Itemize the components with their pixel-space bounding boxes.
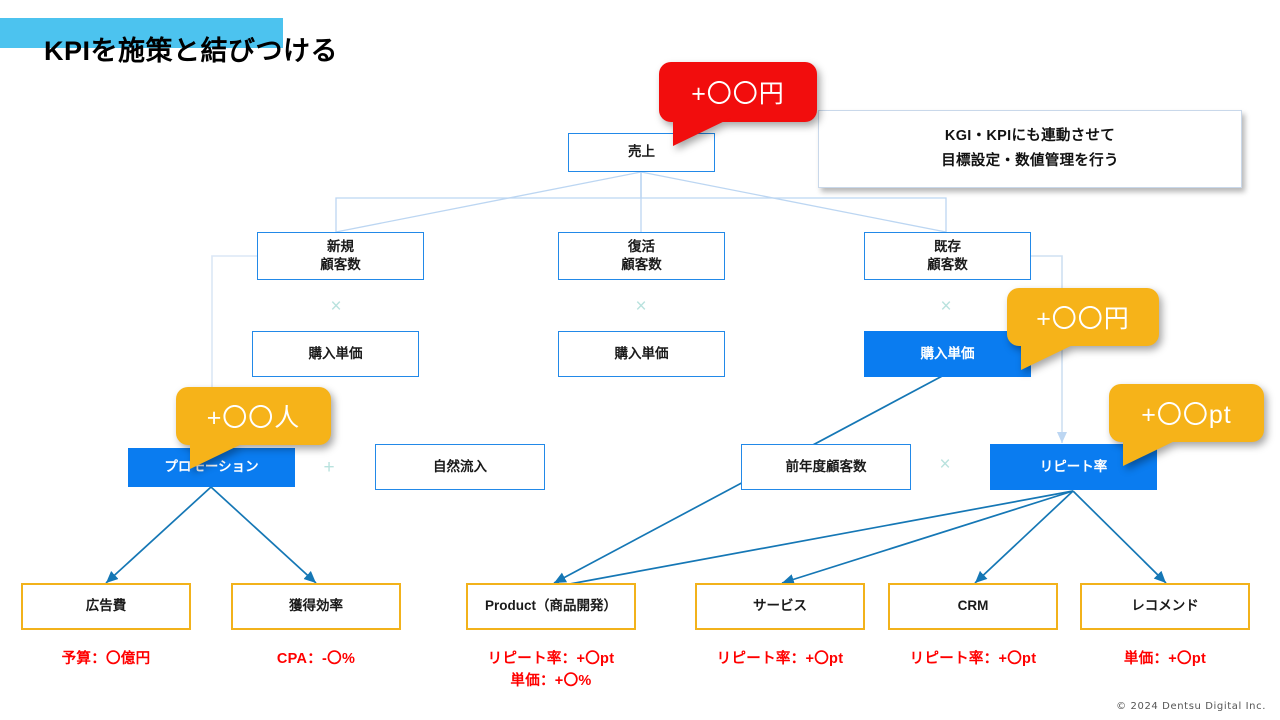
operator-multiply-revived: × — [635, 296, 647, 317]
node-existing-customers-line1: 既存 — [934, 238, 961, 254]
kpi-line: CPA：-〇% — [276, 651, 356, 667]
node-revived-customers-line1: 復活 — [628, 238, 655, 254]
callout-tail-icon — [673, 118, 731, 146]
copyright-footer: © 2024 Dentsu Digital Inc. — [1116, 701, 1266, 712]
kpi-line: リピート率：+〇pt — [909, 651, 1037, 667]
node-new-customers[interactable]: 新規 顧客数 — [257, 232, 424, 280]
sales-callout[interactable]: +〇〇円 — [659, 62, 817, 146]
title-highlight-bar — [0, 18, 283, 48]
measure-label-ad-cost: 広告費 — [85, 598, 127, 614]
sales-callout-label: +〇〇円 — [691, 80, 785, 108]
callout-tail-icon — [190, 441, 248, 469]
kpi-caption-product: リピート率：+〇pt 単価：+〇% — [461, 648, 641, 693]
kpi-line: 予算：〇億円 — [61, 651, 151, 667]
node-new-customers-line2: 顧客数 — [320, 257, 361, 272]
callout-tail-icon — [1021, 342, 1079, 370]
node-unit-price-new-label: 購入単価 — [308, 345, 363, 361]
node-organic-inflow-label: 自然流入 — [433, 458, 487, 474]
node-unit-price-new[interactable]: 購入単価 — [252, 331, 419, 377]
kpi-caption-crm: リピート率：+〇pt — [883, 648, 1063, 670]
node-sales-label: 売上 — [628, 144, 655, 160]
unit-price-callout-label: +〇〇円 — [1036, 305, 1130, 333]
measure-label-cpa-eff: 獲得効率 — [289, 598, 343, 614]
note-line-2: 目標設定・数値管理を行う — [941, 153, 1119, 169]
operator-multiply-repeat: × — [939, 454, 951, 475]
measure-label-product: Product（商品開発） — [484, 598, 617, 614]
kpi-caption-ad-cost: 予算：〇億円 — [16, 648, 196, 670]
node-sales[interactable]: 売上 — [568, 133, 715, 172]
measure-box-recommend[interactable]: レコメンド — [1080, 583, 1250, 630]
measure-box-ad-cost[interactable]: 広告費 — [21, 583, 191, 630]
repeat-rate-callout[interactable]: +〇〇pt — [1109, 384, 1264, 466]
measure-label-recommend: レコメンド — [1131, 598, 1199, 614]
promotion-callout[interactable]: +〇〇人 — [176, 387, 331, 469]
measure-box-cpa-eff[interactable]: 獲得効率 — [231, 583, 401, 630]
measure-label-service: サービス — [753, 598, 807, 614]
node-existing-customers[interactable]: 既存 顧客数 — [864, 232, 1031, 280]
node-unit-price-revived[interactable]: 購入単価 — [558, 331, 725, 377]
kpi-line: リピート率：+〇pt — [487, 651, 615, 667]
measure-box-service[interactable]: サービス — [695, 583, 865, 630]
kpi-line: 単価：+〇pt — [1123, 651, 1207, 667]
note-box: KGI・KPIにも連動させて 目標設定・数値管理を行う — [818, 110, 1242, 188]
node-new-customers-line1: 新規 — [327, 238, 354, 254]
operator-multiply-new: × — [330, 296, 342, 317]
node-organic-inflow[interactable]: 自然流入 — [375, 444, 545, 490]
node-unit-price-existing[interactable]: 購入単価 — [864, 331, 1031, 377]
repeat-rate-callout-label: +〇〇pt — [1141, 401, 1232, 429]
page-title: KPIを施策と結びつける — [44, 36, 339, 66]
measure-label-crm: CRM — [957, 598, 989, 614]
node-revived-customers-line2: 顧客数 — [621, 257, 662, 272]
measure-box-product[interactable]: Product（商品開発） — [466, 583, 636, 630]
node-unit-price-revived-label: 購入単価 — [614, 345, 669, 361]
kpi-line: 単価：+〇% — [510, 673, 592, 690]
operator-plus-promotion: + — [323, 457, 335, 478]
kpi-line: リピート率：+〇pt — [716, 651, 844, 667]
node-unit-price-existing-label: 購入単価 — [920, 345, 975, 361]
node-prev-year-customers[interactable]: 前年度顧客数 — [741, 444, 911, 490]
note-line-1: KGI・KPIにも連動させて — [944, 127, 1116, 144]
node-repeat-rate-label: リピート率 — [1039, 458, 1108, 474]
node-existing-customers-line2: 顧客数 — [927, 257, 968, 272]
kpi-caption-recommend: 単価：+〇pt — [1075, 648, 1255, 670]
node-revived-customers[interactable]: 復活 顧客数 — [558, 232, 725, 280]
promotion-callout-label: +〇〇人 — [206, 404, 301, 432]
kpi-caption-service: リピート率：+〇pt — [690, 648, 870, 670]
kpi-caption-cpa-eff: CPA：-〇% — [226, 648, 406, 670]
measure-box-crm[interactable]: CRM — [888, 583, 1058, 630]
node-prev-year-customers-label: 前年度顧客数 — [785, 458, 867, 474]
callout-tail-icon — [1123, 438, 1181, 466]
unit-price-callout[interactable]: +〇〇円 — [1007, 288, 1159, 370]
operator-multiply-existing: × — [940, 296, 952, 317]
